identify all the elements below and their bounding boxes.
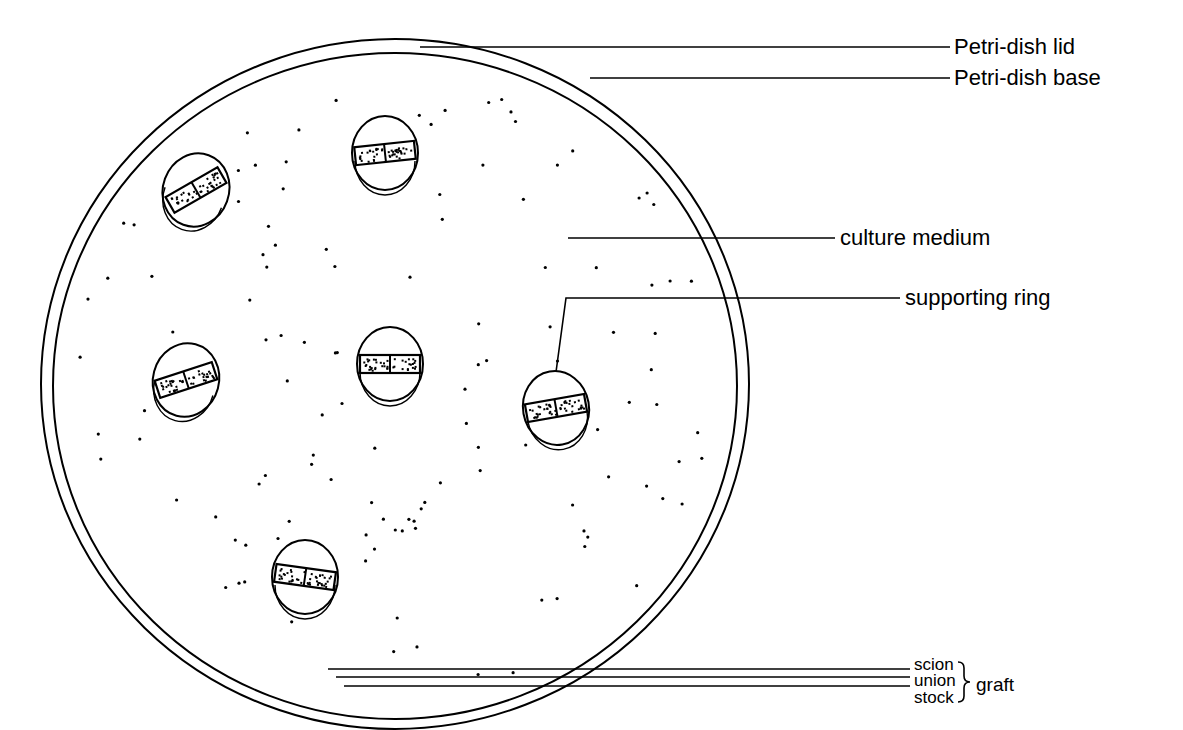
part-label: supporting ring	[905, 287, 1051, 309]
petri-dish-base	[53, 53, 737, 719]
graft-in-ring	[152, 144, 239, 240]
graft-in-ring	[357, 327, 423, 406]
part-label: union	[914, 672, 956, 689]
petri-dish-lid	[41, 39, 749, 729]
leader-lines	[328, 47, 970, 702]
graft-in-ring	[145, 336, 228, 429]
part-label: culture medium	[840, 227, 990, 249]
part-label: Petri-dish base	[954, 67, 1101, 89]
graft-in-ring	[517, 366, 595, 455]
part-label: stock	[914, 689, 954, 706]
part-label: graft	[976, 675, 1014, 694]
graft-bracket	[958, 662, 970, 702]
graft-in-ring	[272, 540, 338, 619]
graft-in-ring	[352, 116, 418, 195]
part-label: scion	[914, 656, 954, 673]
part-label: Petri-dish lid	[954, 36, 1075, 58]
